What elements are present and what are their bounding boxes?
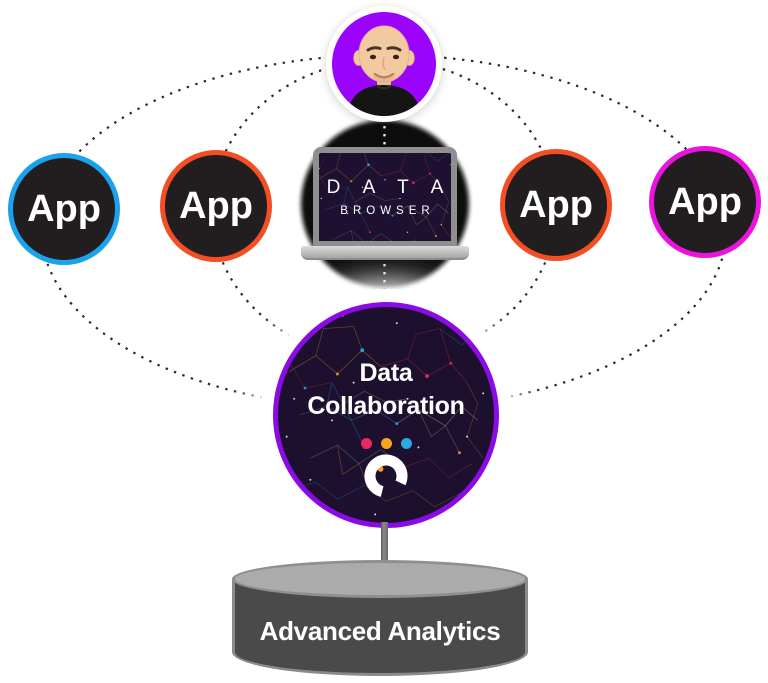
analytics-label-wrap: Advanced Analytics bbox=[232, 586, 528, 676]
app-label: App bbox=[27, 187, 101, 230]
analytics-label: Advanced Analytics bbox=[259, 615, 501, 646]
app-node-4: App bbox=[649, 146, 761, 258]
collab-title: Data Collaboration bbox=[307, 357, 465, 422]
app-node-3: App bbox=[500, 149, 612, 261]
data-collaboration-node: Data Collaboration bbox=[273, 302, 499, 528]
collab-title-line1: Data bbox=[359, 359, 413, 387]
app-node-2: App bbox=[160, 150, 272, 262]
app-node-1: App bbox=[8, 153, 120, 265]
database-cylinder-top bbox=[232, 560, 528, 598]
data-browser-laptop-icon: D A T A BROWSER bbox=[313, 147, 457, 247]
collab-content: Data Collaboration bbox=[278, 307, 494, 523]
advanced-analytics-database: Advanced Analytics bbox=[232, 560, 528, 678]
logo-dot-orange bbox=[380, 438, 392, 449]
data-browser-label: D A T A BROWSER bbox=[319, 153, 451, 241]
app-label: App bbox=[179, 184, 253, 227]
logo-dots bbox=[360, 438, 412, 449]
user-avatar bbox=[326, 6, 442, 122]
avatar-face-illustration bbox=[348, 25, 420, 116]
collab-title-line2: Collaboration bbox=[307, 391, 465, 420]
data-browser-subtitle: BROWSER bbox=[340, 205, 435, 217]
logo-dot-red bbox=[360, 438, 372, 449]
data-browser-title: D A T A bbox=[326, 177, 453, 198]
laptop-base bbox=[301, 246, 469, 260]
collab-analytics-connector bbox=[381, 522, 388, 574]
logo-dot-blue bbox=[400, 438, 412, 449]
app-label: App bbox=[519, 183, 593, 226]
user-avatar-icon bbox=[332, 12, 436, 116]
app-label: App bbox=[668, 180, 742, 223]
c-logo-icon bbox=[364, 454, 408, 498]
